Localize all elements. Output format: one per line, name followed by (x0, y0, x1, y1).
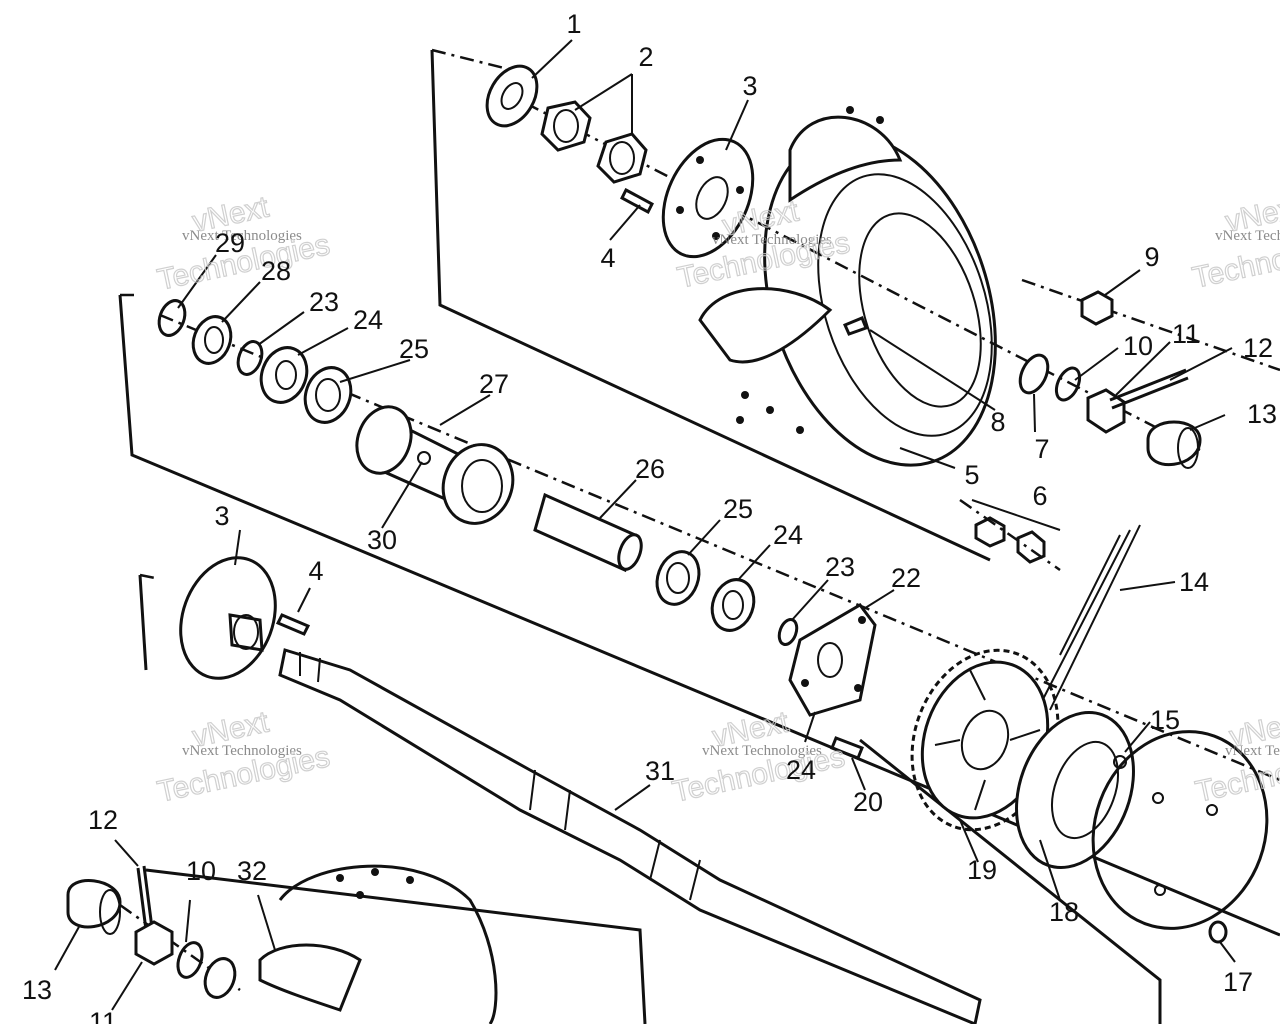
bolt-part-20 (830, 736, 864, 760)
washer-part-10a (1054, 366, 1082, 402)
washer-part-1 (485, 64, 539, 128)
snap-ring-part-29 (157, 299, 187, 337)
callout-11-lower: 11 (89, 1007, 117, 1024)
washer-part-9b (203, 957, 237, 999)
callout-3-lower: 3 (214, 501, 229, 531)
cap-part-13a (1146, 420, 1202, 469)
callout-3: 3 (742, 71, 757, 101)
callout-14: 14 (1179, 567, 1209, 597)
bearing-part-25b (655, 550, 701, 606)
castle-nut-part-2b (596, 132, 648, 184)
spacer-tube-part-26 (533, 492, 643, 573)
callout-24-mid: 24 (773, 520, 803, 550)
seal-part-24a (259, 346, 309, 404)
castle-nut-part-11a (1086, 388, 1126, 434)
callout-12: 12 (1243, 333, 1273, 363)
callout-6: 6 (1032, 481, 1047, 511)
callout-25-lower: 25 (723, 494, 753, 524)
callout-labels: 1 2 3 4 5 6 7 8 9 10 11 12 13 14 15 17 1… (22, 9, 1277, 1024)
callout-15: 15 (1150, 705, 1180, 735)
callout-28: 28 (261, 256, 291, 286)
wheel-hub-part-3b (179, 556, 277, 680)
wheel-hub-part-3 (661, 137, 755, 259)
callout-1: 1 (566, 9, 581, 39)
watermark-group: vNext Technologies vNext Technologies vN… (154, 190, 1280, 810)
assembly-frame-upper (430, 48, 1280, 562)
callout-25-upper: 25 (399, 334, 429, 364)
callout-11: 11 (1172, 319, 1200, 349)
seal-part-28 (191, 315, 233, 365)
callout-32: 32 (237, 856, 267, 886)
callout-18: 18 (1049, 897, 1079, 927)
watermark-brand-2: vNext Technologies (712, 232, 832, 248)
cotter-pin-part-12a (1109, 368, 1189, 410)
drive-chain-part-14 (1039, 524, 1141, 711)
cotter-pin-part-12b (136, 865, 154, 931)
callout-4-lower: 4 (308, 556, 323, 586)
washer-part-10b (176, 941, 204, 979)
callout-2: 2 (638, 42, 653, 72)
watermark-brand-3: vNext Technologies (1215, 228, 1280, 244)
callout-12-lower: 12 (88, 805, 118, 835)
wheel-stud-part-4b (275, 613, 311, 636)
callout-9: 9 (1144, 242, 1159, 272)
o-ring-part-23b (777, 617, 799, 647)
callout-7: 7 (1034, 434, 1049, 464)
callout-10: 10 (1123, 331, 1153, 361)
watermark-brand-5: vNext Technologies (702, 743, 822, 759)
nut-part-9 (1080, 290, 1114, 326)
nut-part-17 (1208, 920, 1228, 944)
tire-part-32 (258, 864, 498, 1024)
cap-part-13b (66, 879, 122, 935)
callout-23-upper: 23 (309, 287, 339, 317)
callout-5: 5 (964, 460, 979, 490)
bearing-carrier-part-27 (355, 405, 515, 525)
callout-31: 31 (645, 756, 675, 786)
watermark-brand-4: vNext Technologies (182, 743, 302, 759)
watermark-brand-6: vNext Technologies (1225, 743, 1280, 759)
callout-27: 27 (479, 369, 509, 399)
callout-8: 8 (990, 407, 1005, 437)
callout-22: 22 (891, 563, 921, 593)
watermark-brand-1: vNext Technologies (182, 228, 302, 244)
callout-10-lower: 10 (186, 856, 216, 886)
callout-19: 19 (967, 855, 997, 885)
castle-nut-part-11b (134, 920, 174, 966)
leader-lines (54, 39, 1236, 1011)
valve-stem-part-8 (843, 316, 868, 336)
brake-disc-part-16 (1091, 730, 1269, 930)
bearing-part-25a (303, 366, 353, 424)
washer-part-7 (1018, 353, 1050, 395)
callout-17: 17 (1223, 967, 1253, 997)
axle-part-31 (278, 648, 982, 1024)
sprocket-hub-part-22 (788, 603, 877, 717)
callout-4: 4 (600, 243, 615, 273)
callout-29: 29 (215, 228, 245, 258)
callout-23-lower: 23 (825, 552, 855, 582)
callout-20: 20 (853, 787, 883, 817)
master-link-part-6 (971, 499, 1061, 564)
tire-part-5 (698, 106, 997, 467)
callout-13: 13 (1247, 399, 1277, 429)
callout-24-upper: 24 (353, 305, 383, 335)
callout-13-lower: 13 (22, 975, 52, 1005)
callout-26: 26 (635, 454, 665, 484)
callout-24-lower: 24 (786, 755, 816, 785)
sprocket-part-19 (910, 648, 1060, 832)
seal-part-24b (710, 578, 756, 632)
o-ring-part-23a (236, 340, 264, 376)
wheel-stud-part-4 (620, 187, 654, 215)
callout-30: 30 (367, 525, 397, 555)
castle-nut-part-2a (540, 100, 592, 152)
